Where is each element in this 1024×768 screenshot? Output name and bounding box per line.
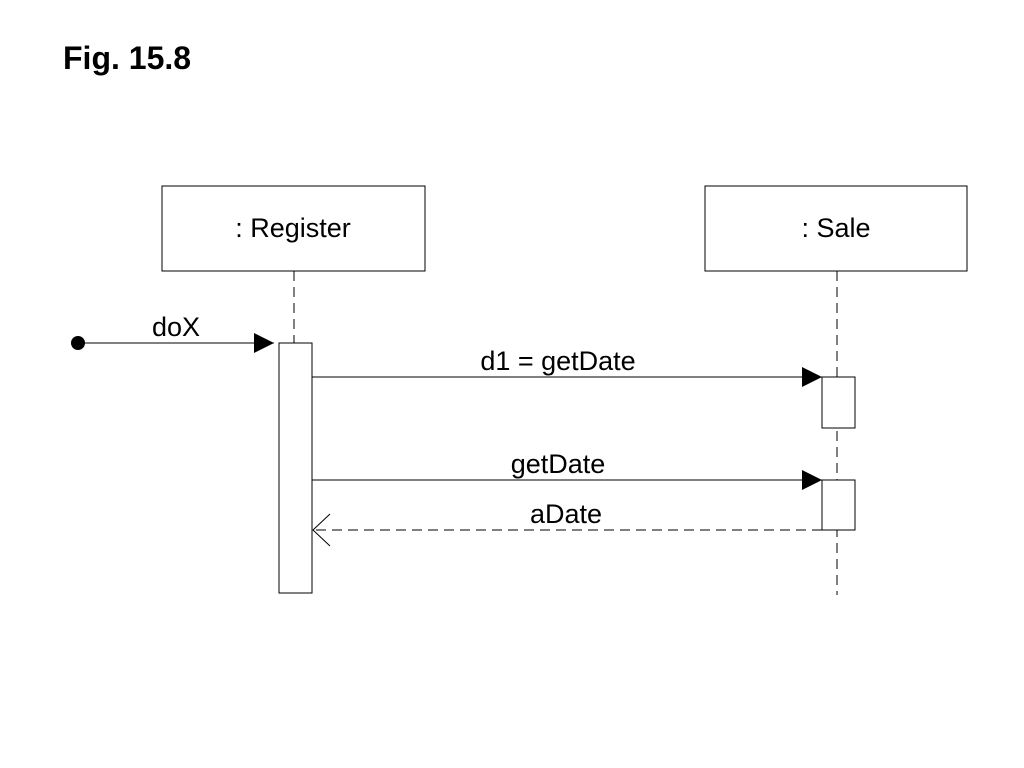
- sale-head-label: : Sale: [801, 213, 870, 243]
- dox-label: doX: [152, 312, 200, 342]
- message-getdate: getDate: [312, 449, 822, 490]
- register-head-label: : Register: [235, 213, 351, 243]
- sale-activation-bar-2: [821, 479, 856, 531]
- register-head-box: [161, 185, 426, 272]
- message-d1-getdate: d1 = getDate: [312, 346, 822, 387]
- lifeline-sale: : Sale: [704, 185, 968, 595]
- message-adate-return: aDate: [312, 499, 822, 547]
- lifeline-register: : Register: [161, 185, 426, 594]
- register-activation-bar: [278, 342, 313, 594]
- message-dox: doX: [71, 312, 274, 353]
- figure-title: Fig. 15.8: [63, 40, 192, 76]
- getdate-label: getDate: [511, 449, 606, 479]
- sale-activation-bar-1: [821, 376, 856, 429]
- d1-getdate-label: d1 = getDate: [480, 346, 635, 376]
- sale-head-box: [704, 185, 968, 272]
- adate-label: aDate: [530, 499, 602, 529]
- adate-open-arrowhead: [312, 513, 331, 547]
